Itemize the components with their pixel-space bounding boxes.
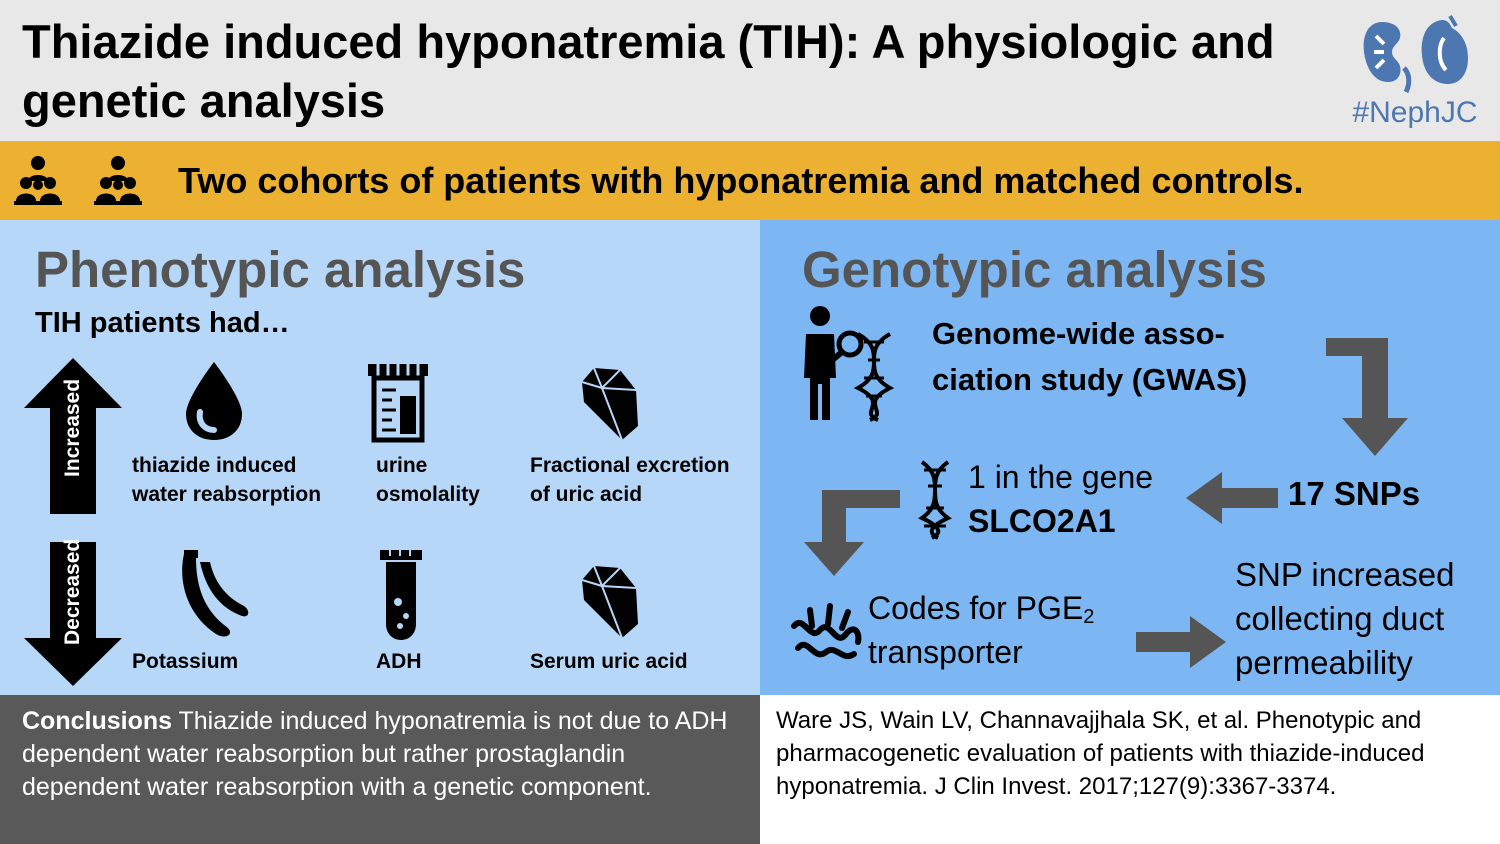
header: Thiazide induced hyponatremia (TIH): A p… — [0, 0, 1500, 141]
potassium-label: Potassium — [132, 650, 239, 673]
phenotypic-subtitle: TIH patients had… — [35, 307, 290, 339]
conclusions-panel: Conclusions Thiazide induced hyponatremi… — [0, 695, 760, 844]
uric-acid-excretion-label-line1: Fractional excretion — [530, 454, 730, 477]
transporter-protein-icon — [791, 603, 862, 659]
arrow-down-icon — [804, 490, 900, 576]
conclusions-label: Conclusions — [22, 707, 173, 735]
gene-line1: 1 in the gene — [968, 459, 1154, 495]
arrow-down-icon — [1326, 338, 1408, 456]
banana-icon — [182, 550, 249, 637]
gwas-line2: ciation study (GWAS) — [932, 362, 1248, 397]
increased-arrow-icon — [24, 358, 122, 514]
urine-osmolality-label-line2: osmolality — [376, 483, 480, 506]
phenotypic-panel: Phenotypic analysis TIH patients had… In… — [0, 220, 760, 695]
citation: Ware JS, Wain LV, Channavajjhala SK, et … — [760, 695, 1500, 844]
page-title: Thiazide induced hyponatremia (TIH): A p… — [22, 15, 1275, 127]
nephjc-logo: #NephJC — [1340, 6, 1490, 138]
water-reabsorption-label-line2: water reabsorption — [132, 483, 322, 506]
decreased-arrow-icon — [24, 542, 122, 686]
result-line2: collecting duct — [1235, 600, 1445, 637]
logo-text: #NephJC — [1352, 96, 1478, 129]
arrow-left-icon — [1186, 472, 1278, 524]
codes-line1: Codes for PGE2 — [868, 586, 1094, 639]
people-group-icon — [14, 156, 142, 205]
cohort-text: Two cohorts of patients with hyponatremi… — [178, 160, 1304, 201]
researcher-dna-icon — [804, 306, 895, 422]
snps-count: 17 SNPs — [1288, 475, 1421, 512]
dna-icon — [918, 460, 952, 540]
decreased-label: Decreased — [61, 538, 84, 645]
increased-label: Increased — [61, 378, 84, 477]
gene-name: SLCO2A1 — [968, 503, 1116, 539]
result-line3: permeability — [1235, 644, 1413, 681]
genotypic-panel: Genotypic analysis Genome-wide asso- cia… — [760, 220, 1500, 695]
crystal-icon — [581, 367, 638, 441]
genotypic-title: Genotypic analysis — [802, 241, 1267, 298]
result-line1: SNP increased — [1235, 556, 1455, 593]
conclusions-text: Thiazide induced hyponatremia is not due… — [22, 707, 728, 801]
test-tube-icon — [380, 550, 422, 640]
phenotypic-title: Phenotypic analysis — [35, 241, 526, 298]
urine-osmolality-label-line1: urine — [376, 454, 428, 477]
water-reabsorption-label-line1: thiazide induced — [132, 454, 297, 477]
codes-subscript: 2 — [1083, 606, 1095, 628]
cohort-banner: Two cohorts of patients with hyponatremi… — [0, 141, 1500, 220]
codes-line2: transporter — [868, 634, 1023, 670]
uric-acid-excretion-label-line2: of uric acid — [530, 483, 643, 506]
crystal-icon — [581, 565, 638, 639]
arrow-right-icon — [1136, 616, 1226, 668]
urine-cup-icon — [368, 364, 428, 443]
codes-text: Codes for PGE — [868, 590, 1084, 626]
adh-label: ADH — [376, 650, 422, 673]
water-drop-icon — [186, 362, 242, 440]
serum-uric-acid-label: Serum uric acid — [530, 650, 688, 673]
gwas-line1: Genome-wide asso- — [932, 316, 1225, 351]
kidney-icon — [1363, 14, 1468, 94]
